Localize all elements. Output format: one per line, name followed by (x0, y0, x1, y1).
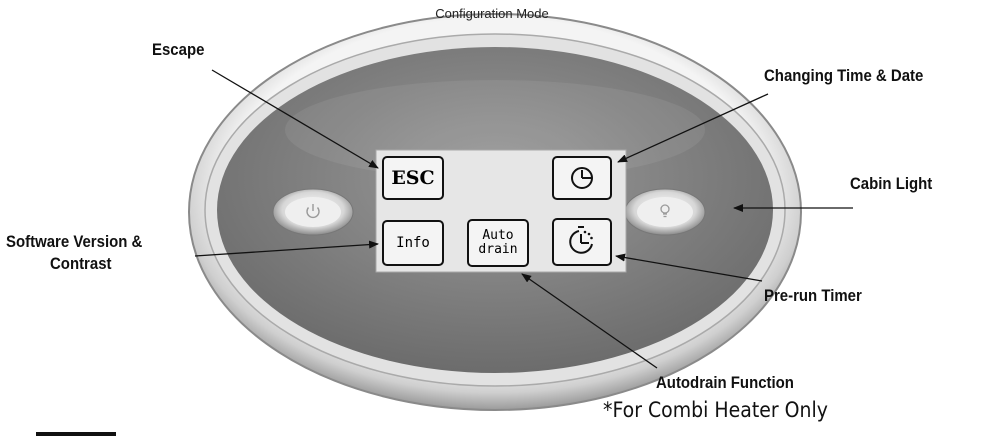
label-prerun: Pre-run Timer (764, 286, 862, 305)
info-key[interactable]: Info (382, 220, 444, 266)
arrow-prerun (615, 253, 763, 282)
label-software-line2: Contrast (50, 254, 112, 273)
arrow-escape (211, 69, 379, 169)
timer-icon (569, 226, 593, 254)
label-software-line1: Software Version & (6, 232, 143, 251)
autodrain-key-label: Auto drain (478, 228, 518, 257)
power-button[interactable] (272, 188, 354, 236)
autodrain-key[interactable]: Auto drain (467, 219, 529, 267)
prerun-timer-key[interactable] (552, 218, 612, 266)
label-time-date: Changing Time & Date (764, 66, 924, 85)
diagram-title: Configuration Mode (435, 6, 549, 21)
label-cabin-light: Cabin Light (850, 174, 933, 193)
arrow-autodrain (521, 273, 658, 369)
esc-key-label: ESC (391, 167, 435, 189)
footer-bar (36, 432, 116, 436)
light-bulb-icon (660, 204, 670, 218)
info-key-label: Info (396, 235, 430, 251)
arrow-software (194, 240, 379, 257)
arrow-time-date (617, 93, 769, 163)
power-icon (306, 204, 320, 219)
cabin-light-button[interactable] (624, 188, 706, 236)
clock-icon (571, 167, 593, 189)
label-escape: Escape (152, 40, 205, 59)
label-autodrain: Autodrain Function (656, 373, 794, 392)
esc-key[interactable]: ESC (382, 156, 444, 200)
footnote: *For Combi Heater Only (603, 398, 828, 422)
time-date-key[interactable] (552, 156, 612, 200)
